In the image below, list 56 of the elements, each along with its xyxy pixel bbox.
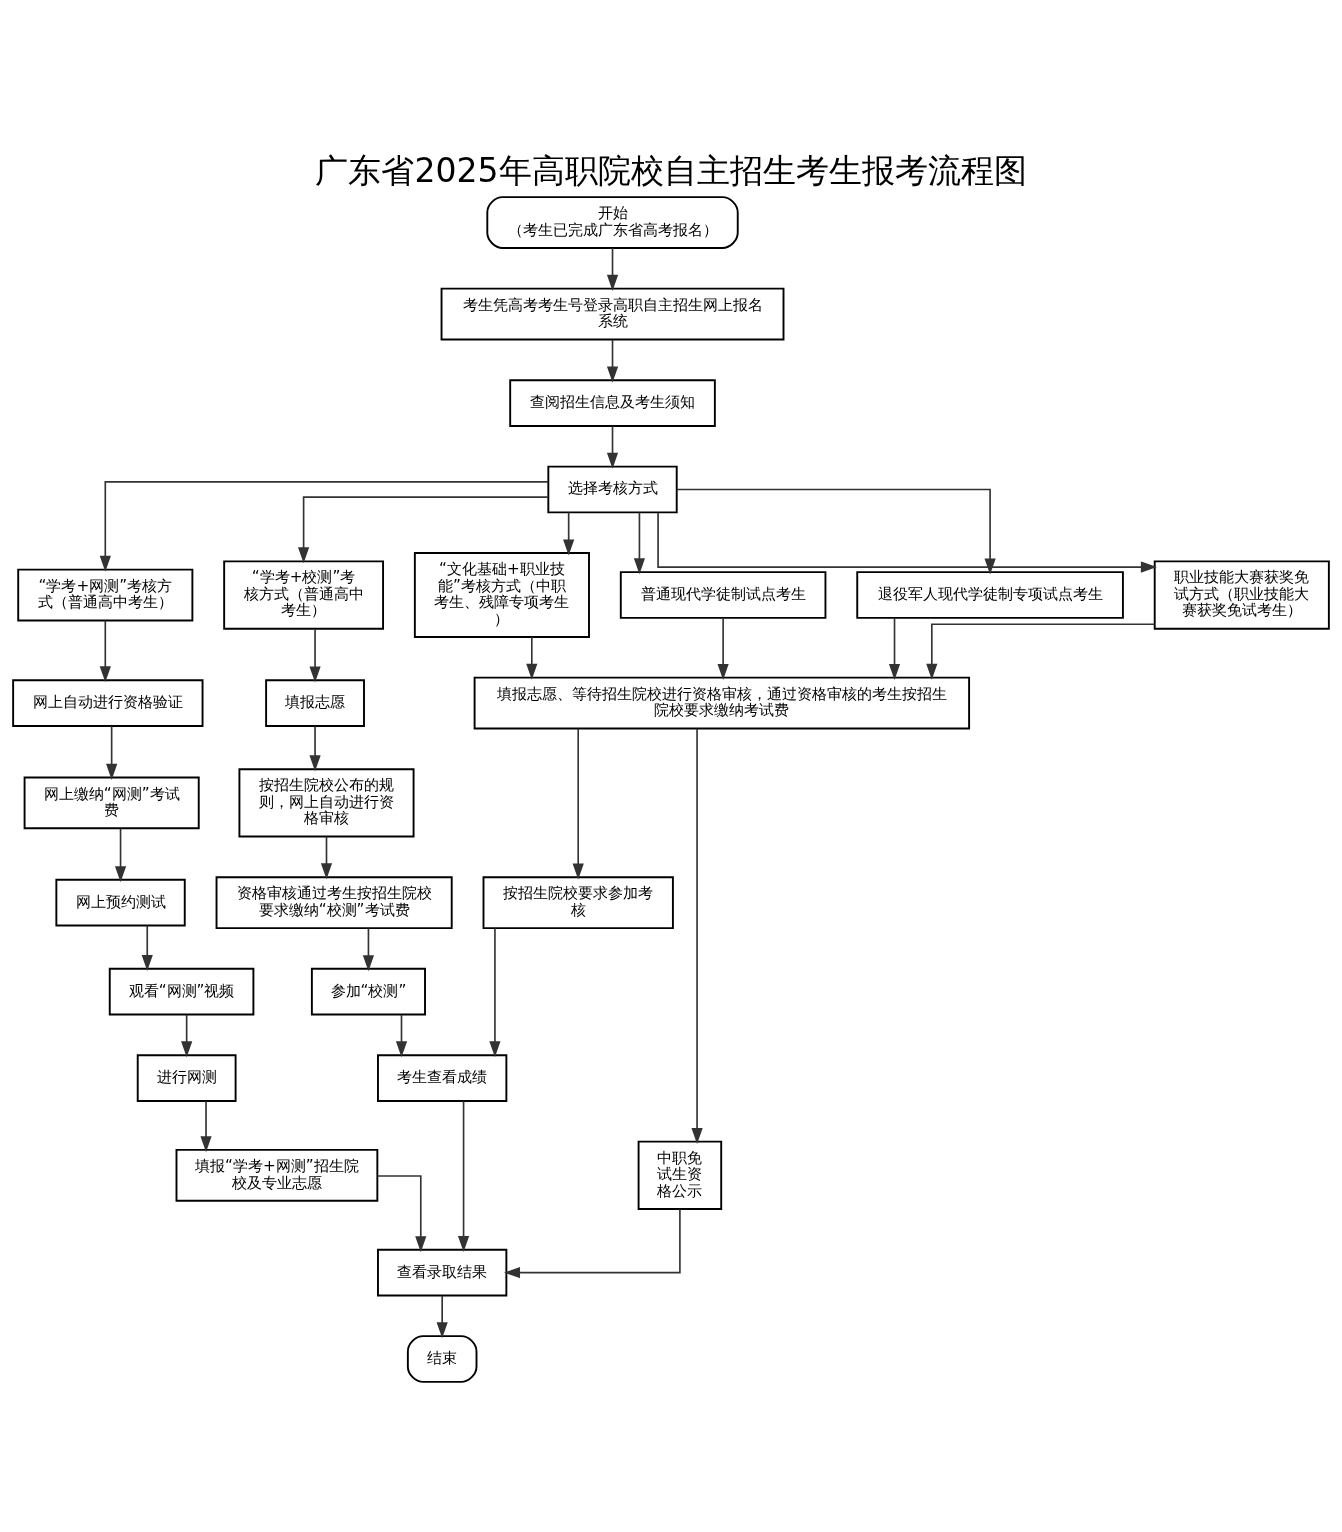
- node-box: 结束: [406, 1335, 478, 1383]
- node-box: 参加“校测”: [310, 967, 426, 1016]
- arrow: [691, 727, 703, 1145]
- node-box: 查看录取结果: [377, 1248, 508, 1297]
- arrow: [489, 927, 501, 1058]
- arrow: [888, 617, 901, 681]
- arrow: [309, 725, 321, 772]
- arrow: [395, 1014, 408, 1058]
- node-box: 选择考核方式: [547, 465, 678, 514]
- arrow: [99, 481, 550, 572]
- node-box: 网上预约测试: [55, 878, 186, 927]
- arrow: [181, 1014, 193, 1058]
- node-box: 资格审核通过考生按招生院校要求缴纳“校测”考试费: [215, 876, 453, 930]
- node-box: 填报志愿、等待招生院校进行资格审核，通过资格审核的考生按招生院校要求缴纳考试费: [473, 676, 971, 730]
- node-box: 按招生院校要求参加考核: [482, 876, 674, 930]
- arrow: [362, 927, 375, 972]
- node-box: 考生查看成绩: [377, 1054, 508, 1102]
- arrow: [563, 511, 575, 556]
- node-box: 考生凭高考考生号登录高职自主招生网上报名系统: [440, 287, 785, 341]
- arrow: [457, 1100, 470, 1253]
- node-box: 按招生院校公布的规则，网上自动进行资格审核: [238, 768, 415, 838]
- arrow: [572, 727, 584, 880]
- node-box: 填报“学考+网测”招生院校及专业志愿: [175, 1148, 379, 1202]
- node-box: 退役军人现代学徒制专项试点考生: [856, 571, 1124, 619]
- arrow: [99, 619, 111, 683]
- node-box: 中职免试生资格公示: [637, 1140, 723, 1210]
- node-box: “学考+校测”考核方式（普通高中考生）: [223, 560, 384, 630]
- arrow: [200, 1100, 212, 1153]
- arrow: [606, 339, 619, 383]
- node-box: “文化基础+职业技能”考核方式（中职考生、残障专项考生）: [413, 552, 590, 638]
- arrow: [436, 1294, 448, 1339]
- arrow: [606, 247, 619, 291]
- arrow: [309, 628, 321, 683]
- arrow: [106, 725, 118, 780]
- arrow: [114, 827, 127, 883]
- node-box: 网上自动进行资格验证: [12, 679, 204, 727]
- node-box: 开始 （考生已完成广东省高考报名）: [486, 196, 739, 249]
- arrow: [141, 924, 153, 971]
- node-box: 职业技能大赛获奖免试方式（职业技能大赛获奖免试考生）: [1153, 560, 1330, 630]
- arrow: [926, 623, 1156, 680]
- arrow: [504, 1208, 681, 1279]
- node-box: 填报志愿: [265, 679, 365, 727]
- arrow: [633, 511, 646, 575]
- arrow: [376, 1175, 427, 1253]
- arrow: [526, 636, 538, 680]
- node-box: 观看“网测”视频: [108, 967, 255, 1016]
- diagram-title: 广东省2025年高职院校自主招生考生报考流程图: [315, 150, 1027, 190]
- arrow: [298, 496, 549, 564]
- node-box: 普通现代学徒制试点考生: [619, 571, 827, 619]
- node-box: 查阅招生信息及考生须知: [509, 379, 716, 427]
- arrow: [606, 425, 619, 469]
- arrow: [717, 617, 729, 681]
- node-box: “学考+网测”考核方式（普通高中考生）: [17, 568, 194, 622]
- node-box: 网上缴纳“网测”考试费: [23, 776, 200, 830]
- arrow: [320, 835, 333, 880]
- node-box: 进行网测: [136, 1054, 237, 1102]
